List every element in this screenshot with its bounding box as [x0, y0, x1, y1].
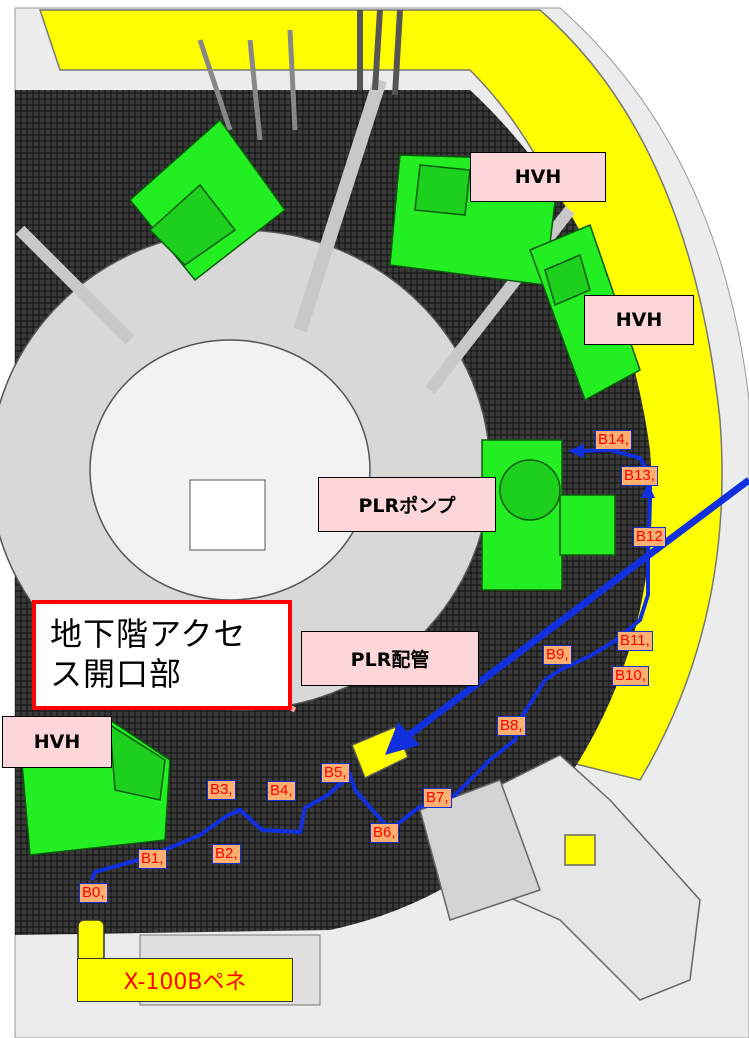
route-point-b6: B6,: [370, 823, 399, 843]
route-point-b4: B4,: [267, 781, 296, 801]
label-plr-pump: PLRポンプ: [318, 477, 496, 532]
route-point-b9: B9,: [543, 645, 572, 665]
plr-pump-unit: [481, 439, 616, 591]
route-point-b8: B8,: [497, 716, 526, 736]
penetration-label: X-100Bペネ: [77, 958, 293, 1002]
route-point-b0: B0,: [79, 883, 108, 903]
pedestal-inner: [89, 339, 371, 601]
label-hvh-right: HVH: [584, 295, 694, 345]
route-point-b10: B10,: [612, 666, 649, 686]
approach-arrow-head: [385, 722, 420, 755]
hvh-unit-top-left: [128, 118, 287, 282]
penetration-stub: [77, 919, 105, 963]
label-plr-pipe: PLR配管: [301, 631, 479, 686]
label-hvh-left: HVH: [2, 716, 112, 768]
route-point-b3: B3,: [207, 780, 236, 800]
route-point-b5: B5,: [321, 763, 350, 783]
route-point-b14: B14,: [595, 430, 632, 450]
label-hvh-top: HVH: [470, 152, 606, 202]
route-point-b11: B11,: [617, 631, 653, 651]
bottom-right-structure: [419, 754, 701, 1001]
route-point-b7: B7,: [423, 788, 452, 808]
route-point-b1: B1,: [138, 849, 167, 869]
route-point-b12: B12: [633, 527, 666, 547]
route-point-b2: B2,: [212, 844, 241, 864]
approach-arrow-line: [402, 477, 749, 741]
access-opening-callout: 地下階アクセ ス開口部: [32, 600, 292, 710]
route-point-b13: B13,: [621, 466, 658, 486]
